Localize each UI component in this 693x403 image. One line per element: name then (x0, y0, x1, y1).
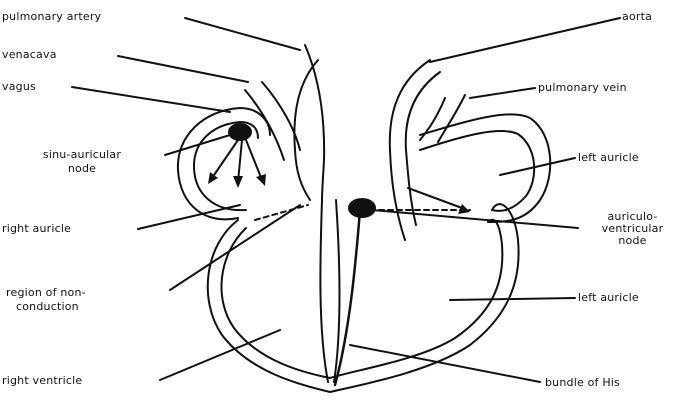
arrow-la (408, 188, 462, 208)
label-right-ventricle: right ventricle (2, 374, 82, 387)
pulmonary-vein-wall-2 (438, 95, 465, 142)
arrowhead-sa-1 (208, 172, 218, 184)
label-region-line2: conduction (16, 300, 79, 313)
label-left-auricle-upper: left auricle (578, 151, 639, 164)
pointer-av-node (372, 210, 578, 228)
label-region-line1: region of non- (6, 286, 86, 299)
arrow-sa-1 (212, 140, 238, 178)
sinu-auricular-node (228, 123, 252, 141)
label-venacava: venacava (2, 48, 57, 61)
label-bundle-of-his: bundle of His (545, 376, 620, 389)
arrowhead-sa-2 (233, 176, 243, 188)
pointer-sinu-node (165, 135, 230, 155)
pulmonary-vein-wall-1 (420, 98, 445, 140)
arrow-sa-3 (246, 140, 262, 180)
pointer-pulmonary-artery (185, 18, 300, 50)
arrowhead-sa-3 (256, 174, 266, 186)
label-pulmonary-artery: pulmonary artery (2, 10, 101, 23)
pointer-aorta (430, 18, 620, 62)
pointer-pulmonary-vein (470, 88, 535, 98)
arrow-sa-2 (238, 140, 242, 182)
label-left-auricle-lower: left auricle (578, 291, 639, 304)
label-vagus: vagus (2, 80, 36, 93)
label-sinu-auricular-line2: node (2, 162, 162, 175)
pointer-left-auricle-upper (500, 158, 575, 175)
pointer-right-auricle (138, 205, 240, 229)
pulmonary-artery-right-wall (305, 45, 324, 200)
pointer-right-ventricle (160, 330, 280, 380)
pointer-vagus (72, 87, 230, 112)
label-sinu-auricular-line1: sinu-auricular (2, 148, 162, 161)
label-right-auricle: right auricle (2, 222, 71, 235)
heart-outer-wall (208, 204, 519, 392)
pointer-bundle-of-his (350, 345, 540, 382)
arrowhead-la (458, 204, 470, 214)
label-aorta: aorta (622, 10, 652, 23)
pulmonary-artery-left-wall (294, 60, 318, 200)
septum-wall-left (320, 200, 328, 382)
label-pulmonary-vein: pulmonary vein (538, 81, 627, 94)
label-av-line3: node (575, 234, 690, 247)
pointer-venacava (118, 56, 248, 82)
septum-wall-right (334, 200, 340, 382)
pointer-left-auricle-lower (450, 298, 575, 300)
auriculo-ventricular-node (348, 198, 376, 218)
